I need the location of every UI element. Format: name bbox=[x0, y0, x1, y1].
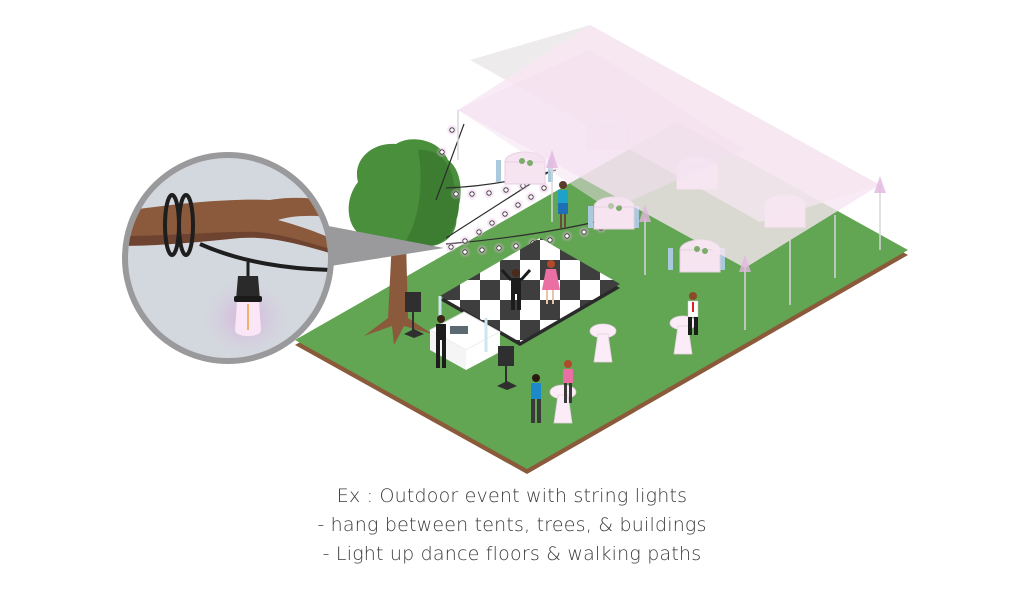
cable-wraps-icon bbox=[163, 193, 195, 257]
dancer-woman-pink bbox=[542, 260, 560, 304]
speaker-right bbox=[497, 346, 517, 390]
guest-woman-blue bbox=[558, 181, 568, 228]
dancer-man bbox=[500, 268, 532, 310]
caption-title: Ex : Outdoor event with string lights bbox=[336, 485, 688, 507]
caption-bullet-light-up: - Light up dance floors & walking paths bbox=[322, 543, 702, 565]
guest-woman-pink-shirt bbox=[563, 360, 573, 403]
dj-person bbox=[436, 315, 446, 368]
magnifier-inset bbox=[122, 152, 334, 364]
magnifier-pointer bbox=[318, 224, 444, 268]
speaker-left bbox=[404, 292, 424, 338]
guest-man-blue bbox=[531, 374, 541, 423]
tent bbox=[457, 25, 886, 330]
guest-man-red-tie bbox=[687, 292, 699, 335]
caption-bullet-hang: - hang between tents, trees, & buildings bbox=[317, 514, 707, 536]
